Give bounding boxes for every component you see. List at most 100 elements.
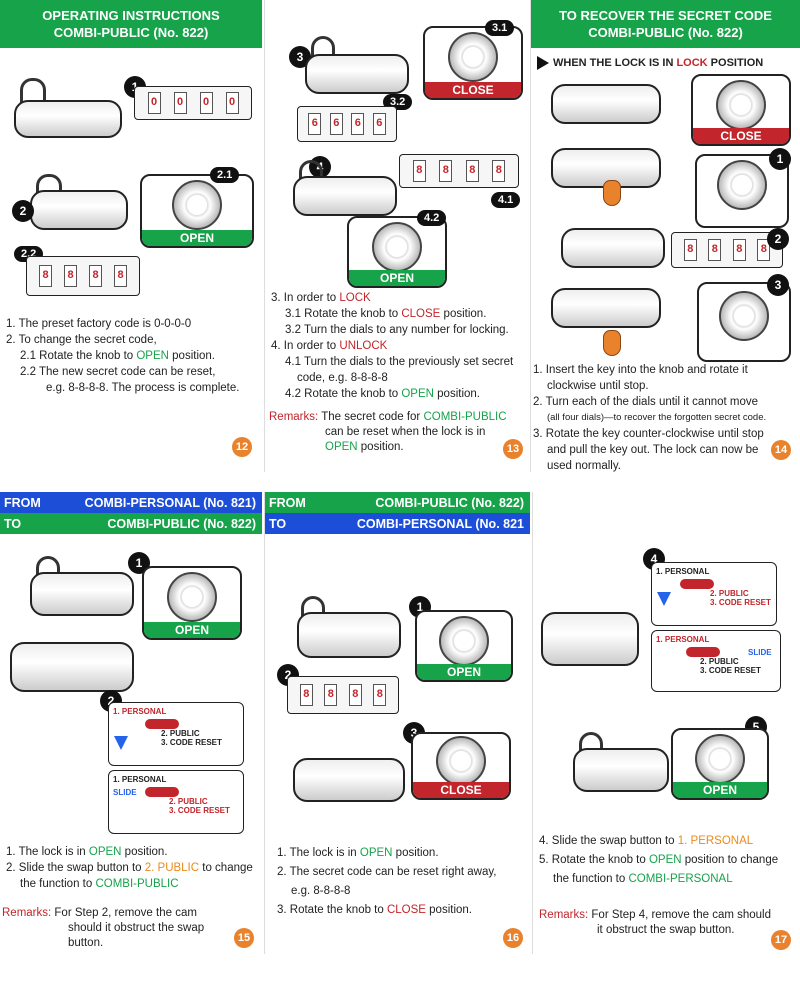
knob-icon (448, 32, 498, 83)
dial: 8 (39, 265, 52, 287)
knob-open-view: OPEN (415, 610, 513, 682)
knob-close-view: CLOSE (691, 74, 791, 146)
dial: 8 (757, 239, 771, 261)
swap-button-icon (686, 647, 720, 657)
dial: 8 (732, 239, 746, 261)
open-label: OPEN (144, 622, 240, 638)
dials-eight: 8 8 8 8 (399, 154, 519, 188)
knob-icon (719, 290, 769, 341)
lock-illustration (573, 748, 669, 792)
lock-illustration (551, 84, 661, 124)
open-label: OPEN (349, 270, 445, 286)
dial: 8 (439, 160, 453, 182)
step-badge: 2 (767, 228, 789, 250)
dials-eight: 8 8 8 8 (287, 676, 399, 714)
knob-icon (439, 615, 489, 666)
lock-illustration (293, 176, 397, 216)
subheading: WHEN THE LOCK IS IN LOCK POSITION (537, 56, 763, 70)
open-label: OPEN (417, 664, 511, 680)
instructions: 1. The preset factory code is 0-0-0-0 2.… (6, 318, 240, 394)
dial: 8 (348, 684, 362, 706)
instructions: 1. The lock is in OPEN position. 2. Slid… (6, 846, 253, 890)
dial: 8 (492, 160, 506, 182)
page-14-title: TO RECOVER THE SECRET CODE COMBI-PUBLIC … (531, 0, 800, 48)
step-badge: 2.1 (210, 167, 240, 183)
step-badge: 3 (767, 274, 789, 296)
dial: 6 (351, 113, 365, 135)
knob-icon (172, 180, 222, 231)
dial: 6 (372, 113, 386, 135)
play-arrow-icon (537, 56, 549, 70)
step-badge: 4.2 (417, 210, 447, 226)
page-number: 14 (771, 440, 791, 460)
page-number: 17 (771, 930, 791, 950)
lock-illustration (561, 228, 665, 268)
dial: 6 (308, 113, 322, 135)
open-label: OPEN (673, 782, 767, 798)
arrow-down-icon (114, 736, 128, 750)
dial: 0 (225, 92, 239, 114)
dial: 8 (114, 265, 127, 287)
page-number: 16 (503, 928, 523, 948)
key-icon (603, 330, 621, 356)
lock-illustration (30, 572, 134, 616)
close-label: CLOSE (693, 128, 789, 144)
lock-illustration (10, 642, 134, 692)
swap-button-diagram: 1. PERSONAL 2. PUBLIC 3. CODE RESET (108, 702, 244, 766)
dial: 6 (329, 113, 343, 135)
from-banner: FROM COMBI-PUBLIC (No. 822) (265, 492, 530, 513)
step-badge: 3.1 (485, 20, 515, 36)
knob-icon (436, 735, 486, 786)
swap-button-diagram: 1. PERSONAL SLIDE 2. PUBLIC 3. CODE RESE… (108, 770, 244, 834)
step-badge: 4.1 (491, 192, 521, 208)
swap-button-icon (145, 719, 179, 729)
dial: 0 (173, 92, 187, 114)
knob-open-view: OPEN (347, 216, 447, 288)
dial: 0 (199, 92, 213, 114)
dial: 8 (465, 160, 479, 182)
knob-close-view: CLOSE (411, 732, 511, 800)
lock-illustration (14, 100, 122, 138)
knob-open-view: OPEN (671, 728, 769, 800)
knob-icon (167, 572, 217, 623)
page-14: TO RECOVER THE SECRET CODE COMBI-PUBLIC … (530, 0, 800, 472)
remarks: Remarks: For Step 2, remove the cam shou… (2, 907, 205, 949)
dial: 8 (683, 239, 697, 261)
dials-eight: 8 8 8 8 (26, 256, 140, 296)
remarks: Remarks: The secret code for COMBI-PUBLI… (269, 411, 507, 453)
page-number: 12 (232, 437, 252, 457)
dial: 8 (708, 239, 722, 261)
from-banner: FROM COMBI-PERSONAL (No. 821) (0, 492, 262, 513)
lock-illustration (541, 612, 639, 666)
swap-button-icon (145, 787, 179, 797)
dial: 8 (412, 160, 426, 182)
to-banner: TO COMBI-PERSONAL (No. 821 (265, 513, 530, 534)
lock-illustration (305, 54, 409, 94)
step-badge: 1 (769, 148, 791, 170)
knob-open-view: OPEN (140, 174, 254, 248)
arrow-down-icon (657, 592, 671, 606)
page-16: FROM COMBI-PUBLIC (No. 822) TO COMBI-PER… (264, 492, 530, 954)
dial: 8 (89, 265, 102, 287)
page-number: 13 (503, 439, 523, 459)
instructions: 4. Slide the swap button to 1. PERSONAL … (539, 835, 779, 885)
knob-icon (717, 160, 767, 211)
dial: 8 (373, 684, 387, 706)
page-15: FROM COMBI-PERSONAL (No. 821) TO COMBI-P… (0, 492, 262, 954)
lock-illustration (30, 190, 128, 230)
knob-icon (695, 733, 745, 784)
step-badge: 2 (12, 200, 34, 222)
page-12-title: OPERATING INSTRUCTIONS COMBI-PUBLIC (No.… (0, 0, 262, 48)
close-label: CLOSE (425, 82, 521, 98)
close-label: CLOSE (413, 782, 509, 798)
to-banner: TO COMBI-PUBLIC (No. 822) (0, 513, 262, 534)
dial: 8 (299, 684, 313, 706)
dial: 8 (324, 684, 338, 706)
instructions: 3. In order to LOCK 3.1 Rotate the knob … (271, 292, 514, 400)
instructions: 1. The lock is in OPEN position. 2. The … (277, 847, 497, 916)
dials-eight: 8 8 8 8 (671, 232, 783, 268)
instructions: 1. Insert the key into the knob and rota… (533, 364, 767, 472)
page-number: 15 (234, 928, 254, 948)
dial: 8 (64, 265, 77, 287)
page-12: OPERATING INSTRUCTIONS COMBI-PUBLIC (No.… (0, 0, 262, 472)
